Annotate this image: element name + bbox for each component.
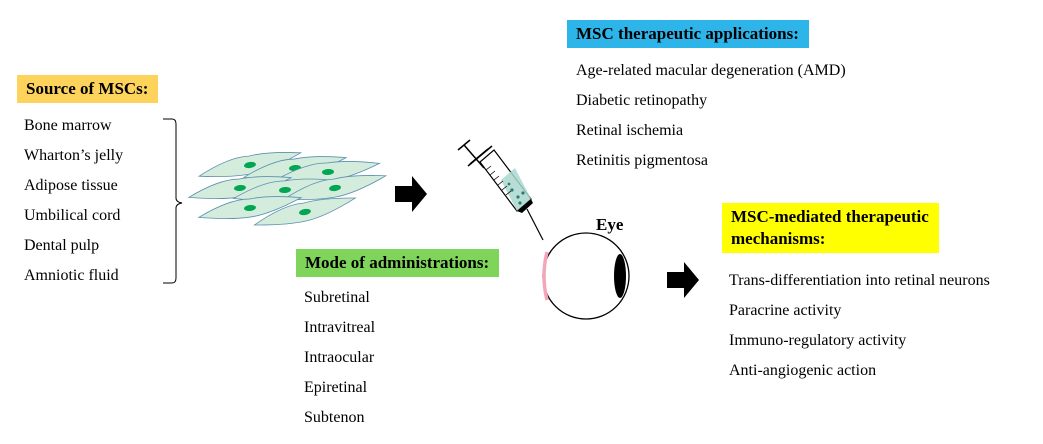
mode-item: Intraocular (304, 349, 375, 366)
source-header: Source of MSCs: (17, 75, 159, 103)
mechanisms-item: Immuno-regulatory activity (729, 332, 907, 349)
source-item: Adipose tissue (24, 177, 118, 194)
mode-item: Subtenon (304, 409, 365, 426)
cell-nucleus (299, 208, 311, 216)
arrow-right-icon (395, 176, 427, 212)
mechanisms-item: Trans-differentiation into retinal neuro… (729, 272, 990, 289)
cell-nucleus (234, 184, 246, 192)
applications-title: MSC therapeutic applications: (576, 24, 799, 43)
cell-nucleus (279, 186, 291, 194)
source-item: Bone marrow (24, 117, 112, 134)
syringe-icon (457, 139, 544, 241)
cell-nucleus (322, 168, 334, 176)
applications-item: Diabetic retinopathy (576, 92, 708, 109)
mode-item: Epiretinal (304, 379, 368, 396)
mechanisms-item: Anti-angiogenic action (729, 362, 877, 379)
applications-list: Age-related macular degeneration (AMD) Di… (576, 56, 846, 176)
mechanisms-item: Paracrine activity (729, 302, 842, 319)
source-item: Amniotic fluid (24, 267, 119, 284)
applications-header: MSC therapeutic applications: (567, 20, 809, 48)
cell-nucleus (329, 184, 341, 192)
eye-icon (542, 232, 630, 320)
mode-item: Intravitreal (304, 319, 376, 336)
mechanisms-header: MSC-mediated therapeutic mechanisms: (722, 203, 939, 253)
applications-item: Retinal ischemia (576, 122, 684, 139)
source-item: Umbilical cord (24, 207, 121, 224)
mechanisms-list: Trans-differentiation into retinal neuro… (729, 266, 990, 386)
eye-label: Eye (596, 215, 624, 234)
cell-nucleus (244, 161, 256, 169)
mode-header: Mode of administrations: (296, 249, 500, 277)
applications-item: Retinitis pigmentosa (576, 152, 708, 169)
applications-item: Age-related macular degeneration (AMD) (576, 62, 846, 79)
mechanisms-title-line1: MSC-mediated therapeutic (731, 207, 929, 226)
mode-title: Mode of administrations: (305, 253, 490, 272)
mechanisms-title-line2: mechanisms: (731, 229, 826, 248)
source-title: Source of MSCs: (26, 79, 149, 98)
arrow-right-icon (667, 262, 699, 298)
mode-item: Subretinal (304, 289, 370, 306)
source-bracket (163, 118, 183, 284)
cell-nucleus (244, 204, 256, 212)
cells-illustration (187, 152, 388, 226)
source-item: Dental pulp (24, 237, 100, 254)
source-item: Wharton’s jelly (24, 147, 124, 164)
